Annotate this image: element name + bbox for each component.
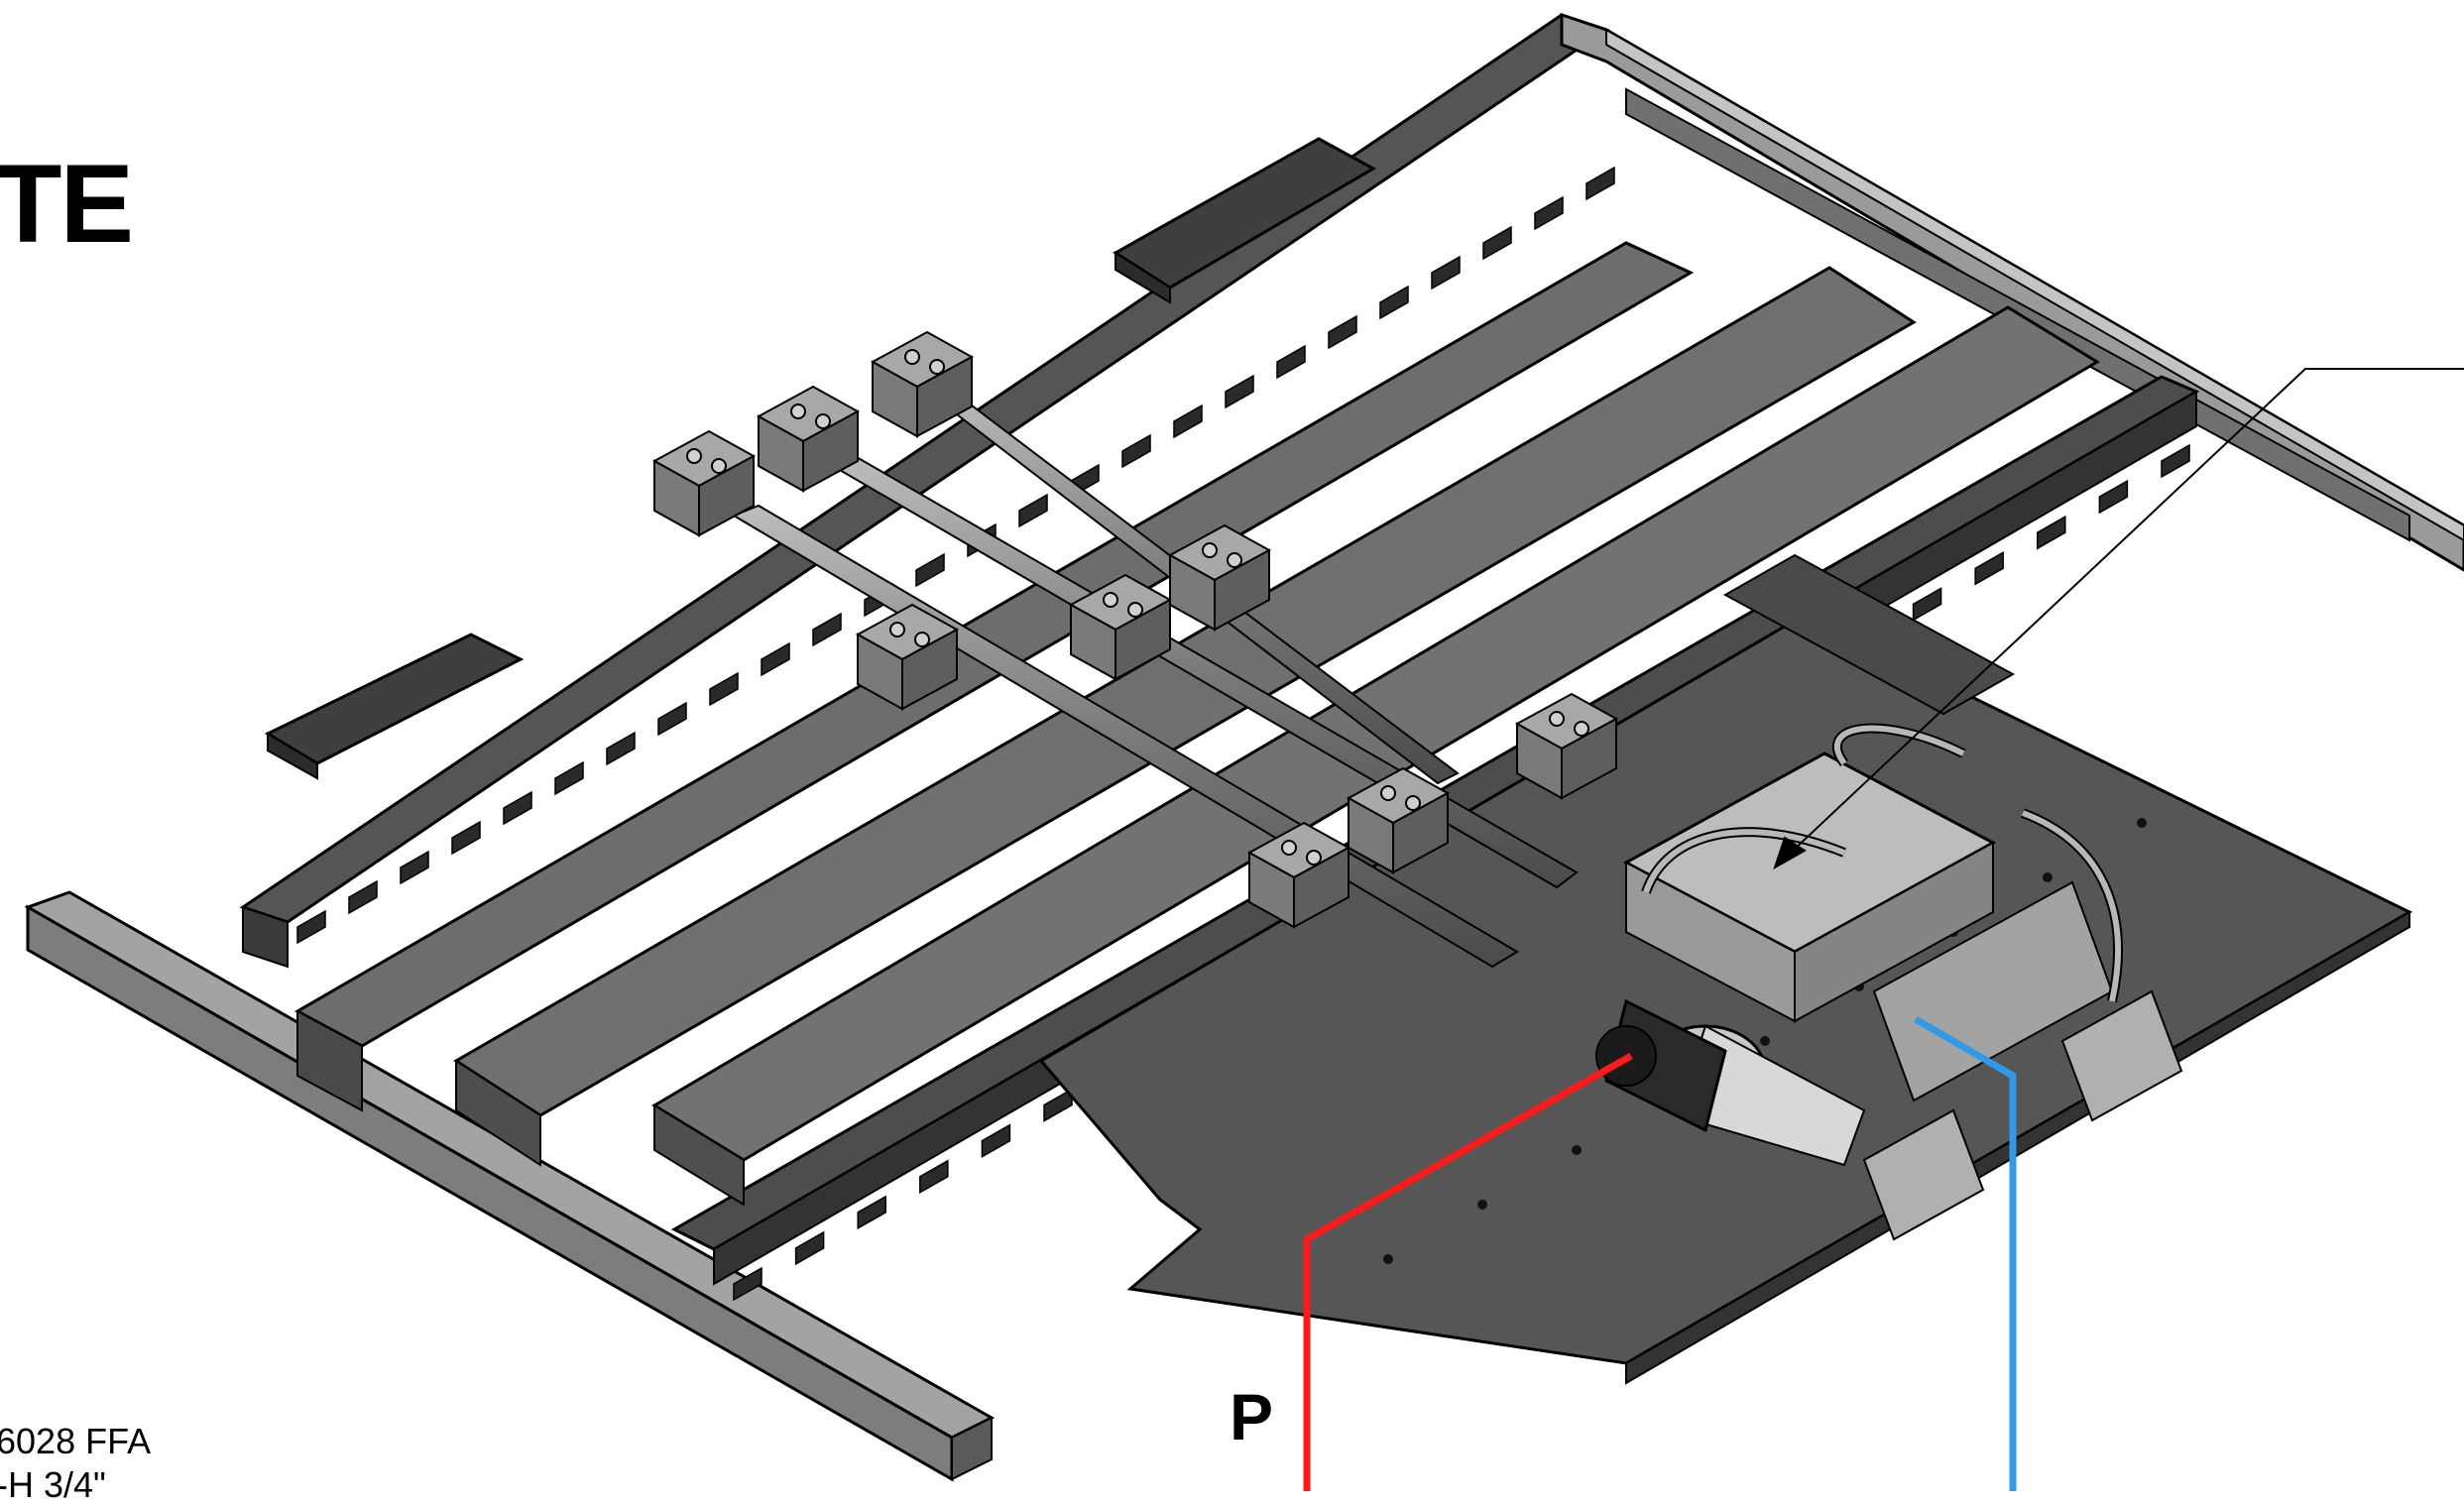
rail-tooth [2098,479,2129,515]
manifold-blocks [1862,989,2183,1241]
rail-tooth [1912,587,1942,622]
note-line-2: -H 3/4" [0,1464,106,1505]
hydraulic-hoses-inner [1643,725,2121,1002]
frame-left-rail [24,890,996,1482]
rail-tooth [1043,1088,1073,1122]
rail-tooth [761,641,790,677]
callout-arrowhead [1773,836,1807,870]
return-line [1914,1015,2017,1491]
rail-tooth [1018,493,1048,528]
callout-leader-line [1774,368,2464,868]
bearing-block [1167,523,1272,632]
rail-tooth [733,1266,763,1302]
rail-tooth [348,879,378,915]
rail-tooth [503,790,532,826]
hydraulic-valve-block [1622,752,2114,1102]
pressure-port-label: P [1230,1380,1274,1453]
rail-tooth [1534,195,1564,231]
fork-2 [453,266,1917,1167]
rail-tooth [1121,433,1151,469]
rail-tooth [554,760,584,796]
mounting-pad-top [1113,137,1377,304]
rail-tooth [915,552,945,588]
rail-tooth [606,731,636,766]
rail-tooth [794,1230,825,1266]
rail-tooth [1173,404,1203,439]
plate-hole [2043,872,2053,882]
rail-tooth [1328,314,1357,350]
plate-hole [1383,1254,1393,1264]
bearing-block [651,429,757,537]
drawing-title-fragment: TE [0,142,134,266]
plate-hole [1477,1200,1487,1210]
plate-hole [1760,1036,1770,1046]
rail-tooth [1585,166,1615,201]
note-line-1: 6028 FFA [0,1421,152,1461]
rail-tooth [857,1195,886,1230]
rail-tooth [657,701,687,737]
rail-tooth [400,850,429,885]
rail-tooth [709,671,739,707]
rail-tooth [981,1123,1011,1158]
rail-tooth [1974,551,2004,586]
plate-hole [2137,818,2147,828]
rail-tooth [451,820,481,856]
mounting-pad-left [264,633,525,780]
rail-tooth [1431,255,1461,290]
bearing-block [1068,573,1173,681]
rail-tooth [919,1159,949,1195]
rail-tooth [1482,225,1512,261]
rail-tooth [1276,344,1306,380]
rail-tooth [1379,285,1409,320]
bearing-block [870,330,975,438]
bearing-block [1246,821,1351,929]
pressure-line [1303,1052,1633,1491]
rail-tooth [812,612,842,647]
bearing-blocks [651,330,1619,929]
bearing-block [1346,766,1451,874]
rail-tooth [1225,374,1254,409]
base-plate [1038,553,2413,1385]
rail-tooth [2161,443,2190,479]
bearing-block [855,603,960,711]
bearing-block [1514,692,1619,800]
rail-tooth [296,909,326,945]
rail-tooth [2037,515,2066,550]
plate-hole [1572,1145,1582,1155]
bearing-block [756,385,861,493]
